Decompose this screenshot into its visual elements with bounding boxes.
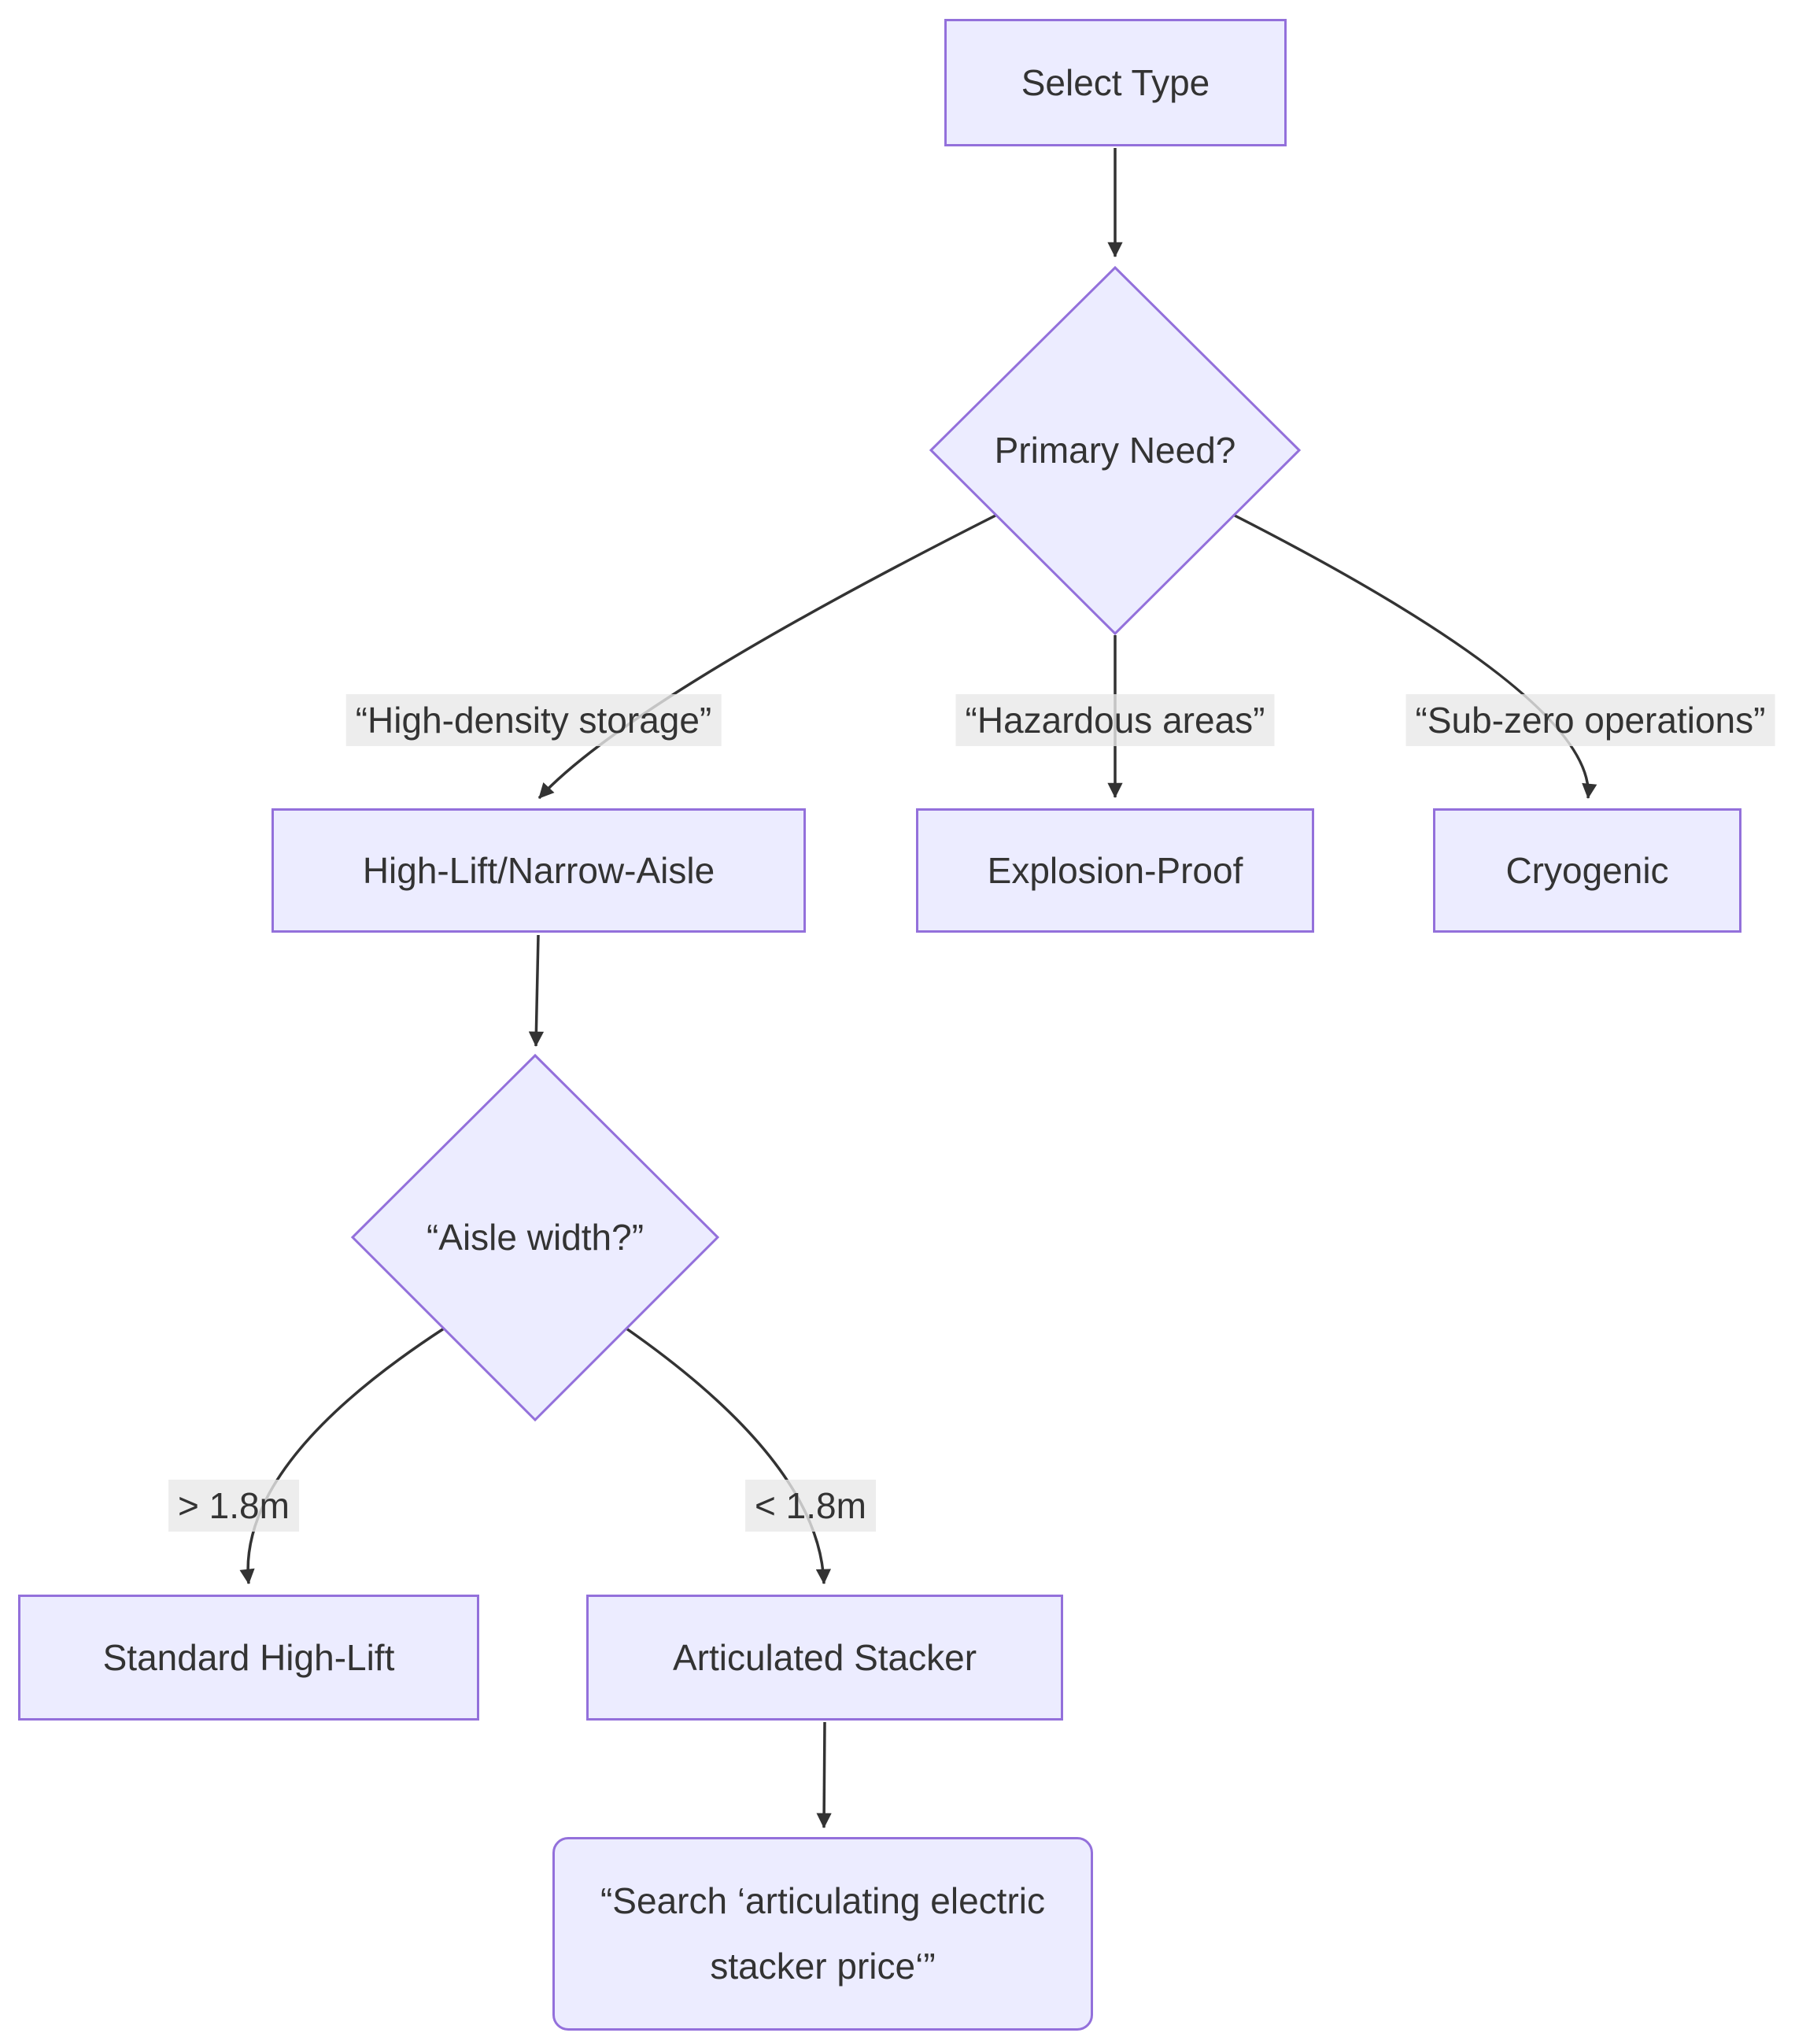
- edge-label-gt-1-8m: > 1.8m: [168, 1480, 299, 1532]
- node-primary-need-label: Primary Need?: [994, 430, 1236, 471]
- node-select-type-label: Select Type: [1021, 61, 1210, 103]
- node-aisle-width-shape: [350, 1053, 720, 1422]
- edge-label-hazardous-areas: “Hazardous areas”: [955, 694, 1275, 746]
- node-aisle-width-label: “Aisle width?”: [426, 1217, 645, 1258]
- node-cryogenic-label: Cryogenic: [1505, 849, 1669, 891]
- edge-primary-need-to-cryogenic: [1234, 514, 1597, 799]
- edge-articulated-stacker-to-search-action: [816, 1721, 832, 1828]
- node-select-type: Select Type: [944, 19, 1287, 146]
- node-search-action: “Search ‘articulating electric stacker p…: [552, 1837, 1093, 2031]
- node-primary-need-shape: [929, 265, 1302, 636]
- node-search-action-label: “Search ‘articulating electric stacker p…: [600, 1880, 1045, 1987]
- node-explosion-proof-label: Explosion-Proof: [987, 849, 1243, 891]
- edge-aisle-width-to-standard-high-lift: [239, 1327, 445, 1584]
- edge-high-lift-to-aisle-width: [528, 934, 545, 1047]
- edge-aisle-width-to-articulated-stacker: [625, 1327, 832, 1584]
- node-articulated-stacker: Articulated Stacker: [586, 1595, 1063, 1721]
- node-standard-high-lift-label: Standard High-Lift: [102, 1636, 395, 1678]
- node-high-lift-narrow-aisle: High-Lift/Narrow-Aisle: [271, 808, 806, 933]
- edge-label-lt-1-8m: < 1.8m: [745, 1480, 876, 1532]
- node-articulated-stacker-label: Articulated Stacker: [672, 1636, 977, 1678]
- node-standard-high-lift: Standard High-Lift: [18, 1595, 479, 1721]
- edge-label-high-density-storage: “High-density storage”: [345, 694, 722, 746]
- node-explosion-proof: Explosion-Proof: [916, 808, 1314, 933]
- node-cryogenic: Cryogenic: [1433, 808, 1741, 933]
- edge-label-sub-zero-operations: “Sub-zero operations”: [1405, 694, 1775, 746]
- edge-primary-need-to-high-lift: [537, 514, 996, 800]
- node-high-lift-narrow-aisle-label: High-Lift/Narrow-Aisle: [362, 849, 715, 891]
